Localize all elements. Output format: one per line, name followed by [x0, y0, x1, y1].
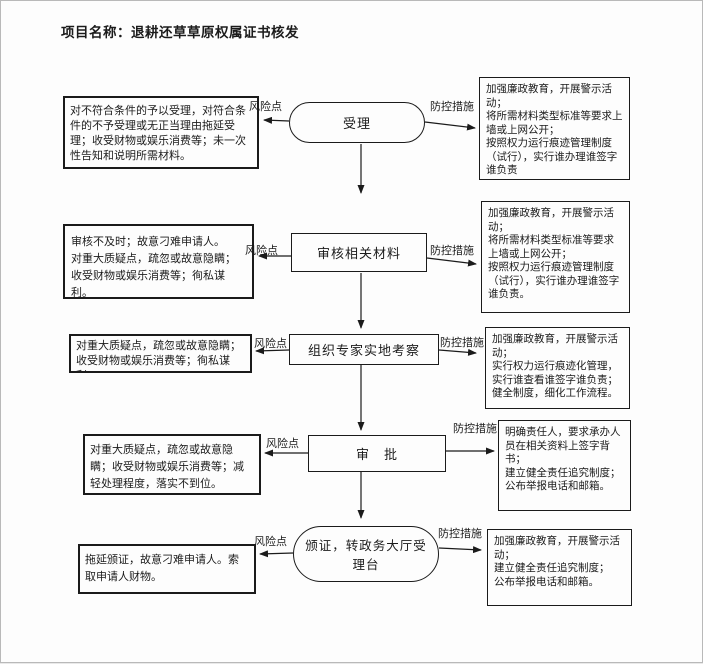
control-box-row2: 加强廉政教育，开展警示活动； 将所需材料类型标准等要求上墙或上网公开； 按照权力… [481, 201, 630, 313]
risk-box-row3: 对重大质疑点，疏忽或故意隐瞒；收受财物或娱乐消费等；徇私谋利。 [69, 334, 252, 373]
risk-label-row4: 风险点 [266, 438, 299, 450]
control-label-row2: 防控措施 [430, 245, 474, 257]
step-shape-inspection: 组织专家实地考察 [289, 334, 439, 365]
step-shape-approval: 审 批 [308, 435, 446, 472]
step-shape-certificate: 颁证，转政务大厅受 理台 [293, 526, 439, 582]
arrow-control-row2 [426, 257, 477, 267]
arrow-risk-row3 [255, 347, 290, 355]
control-box-row5: 加强廉政教育，开展警示活动； 建立健全责任追究制度； 公布举报电话和邮箱。 [487, 529, 632, 606]
control-box-row4: 明确责任人，要求承办人员在相关资料上签字背书； 建立健全责任追究制度； 公布举报… [498, 420, 631, 511]
control-box-row3: 加强廉政教育，开展警示活动； 实行权力运行痕迹化管理，实行谁查看谁签字谁负责； … [485, 327, 630, 409]
risk-label-row3: 风险点 [254, 338, 287, 350]
page-title: 项目名称：退耕还草草原权属证书核发 [61, 25, 299, 40]
risk-box-row5: 拖延颁证，故意刁难申请人。索取申请人财物。 [78, 544, 256, 594]
risk-label-row2: 风险点 [245, 245, 278, 257]
arrow-risk-row1 [263, 116, 290, 124]
step-shape-accept: 受理 [289, 102, 425, 143]
risk-box-row4: 对重大质疑点，疏忽或故意隐瞒；收受财物或娱乐消费等；减轻处理程度，落实不到位。 [83, 434, 261, 495]
control-label-row4: 防控措施 [453, 423, 497, 435]
risk-box-row1: 对不符合条件的予以受理，对符合条件的不予受理或无正当理由拖延受理；收受财物或娱乐… [63, 96, 259, 169]
step-shape-review: 审核相关材料 [291, 233, 427, 272]
arrow-risk-row5 [259, 550, 294, 558]
risk-label-row5: 风险点 [254, 536, 287, 548]
control-box-row1: 加强廉政教育，开展警示活动； 将所需材料类型标准等要求上墙或上网公开； 按照权力… [479, 77, 630, 180]
arrow-control-row3 [438, 348, 477, 356]
control-label-row1: 防控措施 [430, 101, 474, 113]
risk-box-row2: 审核不及时；故意刁难申请人。 对重大质疑点，疏忽或故意隐瞒；收受财物或娱乐消费等… [63, 224, 254, 299]
arrow-control-row5 [438, 546, 482, 554]
control-label-row3: 防控措施 [440, 337, 484, 349]
risk-label-row1: 风险点 [249, 101, 282, 113]
arrow-control-row1 [424, 121, 476, 131]
control-label-row5: 防控措施 [438, 528, 482, 540]
